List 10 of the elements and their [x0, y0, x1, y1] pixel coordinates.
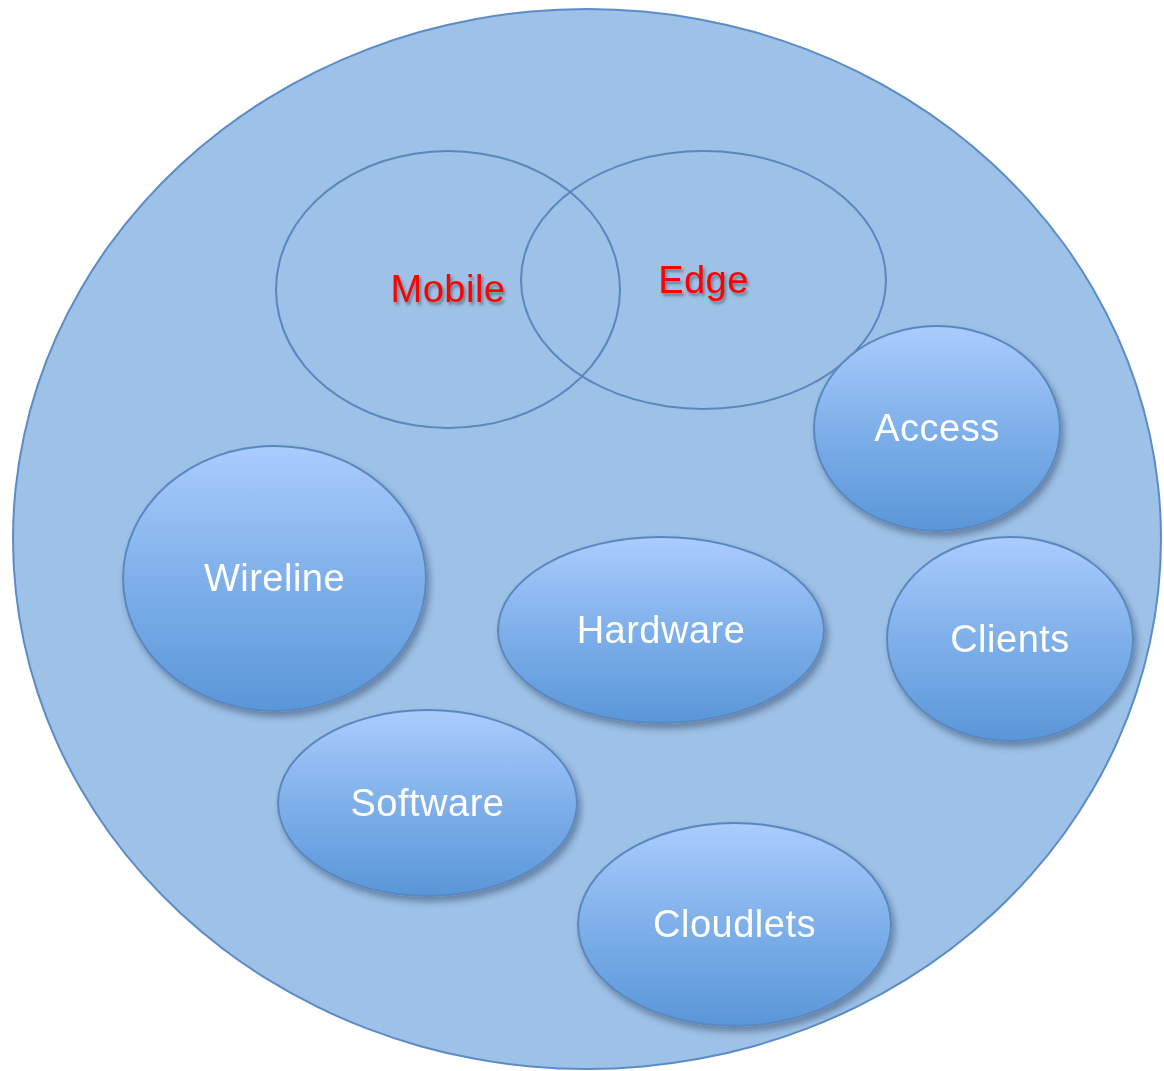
ellipse-label: Software — [350, 781, 505, 825]
ellipse-label: Hardware — [576, 608, 746, 652]
outline-ellipse — [275, 150, 621, 429]
ellipse-label: Mobile — [390, 268, 506, 311]
ellipse-label: Edge — [658, 258, 749, 302]
ellipse-label: Clients — [950, 617, 1070, 661]
ellipse-label: Cloudlets — [653, 903, 816, 946]
ellipse-label: Wireline — [203, 557, 346, 600]
shaded-ellipse — [886, 536, 1134, 742]
ellipse-label: Access — [874, 407, 1000, 450]
